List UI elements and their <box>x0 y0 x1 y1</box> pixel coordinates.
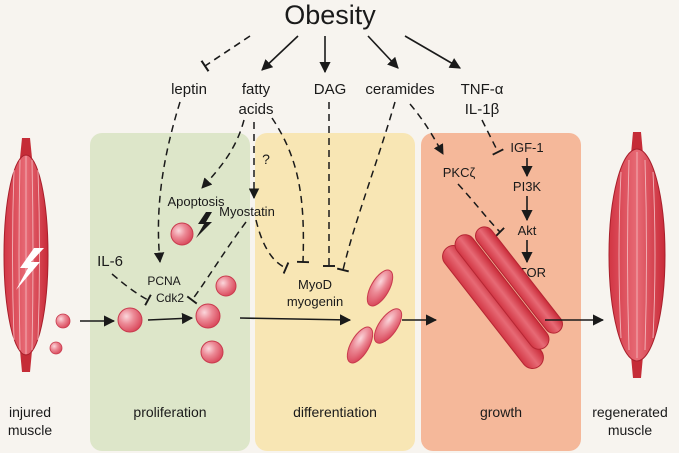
proliferating-cell <box>200 340 224 364</box>
apoptosis-label: Apoptosis <box>167 194 225 209</box>
injury-lightning-icon <box>16 248 44 290</box>
il6-to-cdk2-inhibition <box>111 273 152 306</box>
regulatory-links <box>111 101 505 306</box>
myostatin-to-myod-inhibition <box>255 219 290 274</box>
obesity-to-fatty-acids-arrow <box>261 35 299 71</box>
myocyte <box>366 269 394 307</box>
myod-label: MyoD <box>298 277 332 292</box>
regenerated-muscle-icon <box>608 132 666 378</box>
fatty-acids-label-line2: acids <box>238 101 273 118</box>
growing-myotubes <box>442 226 563 369</box>
differentiation-label: differentiation <box>293 404 377 420</box>
il6-label: IL-6 <box>97 253 123 270</box>
question-mark-label: ? <box>262 151 270 167</box>
obesity-title: Obesity <box>284 0 376 30</box>
injured-muscle-label-line1: injured <box>9 404 51 420</box>
regenerated-muscle-label-line1: regenerated <box>592 404 668 420</box>
ceramides-to-pkcz-link <box>409 103 444 155</box>
activated-to-proliferating-arrow <box>147 312 194 325</box>
ceramides-label: ceramides <box>365 81 434 98</box>
satellite-cell <box>55 313 71 329</box>
myocyte <box>346 326 374 364</box>
regenerated-muscle-label-line2: muscle <box>608 422 653 438</box>
fatty-acids-to-apoptosis-link <box>201 119 245 189</box>
obesity-to-ceramides-arrow <box>367 35 399 69</box>
pkcz-label: PKCζ <box>443 165 476 180</box>
proliferation-label: proliferation <box>133 404 206 420</box>
obesity-to-tnf-arrow <box>404 35 461 69</box>
pcna-label: PCNA <box>147 274 180 288</box>
proliferation-to-differentiation-arrow <box>239 314 352 326</box>
activated-cell <box>117 307 143 333</box>
leptin-label: leptin <box>171 81 207 98</box>
leptin-to-pcna-link <box>153 101 181 264</box>
injured-muscle-label-line2: muscle <box>8 422 53 438</box>
myocyte <box>373 308 403 344</box>
tnf-alpha-label: TNF-α <box>461 81 504 98</box>
pi3k-label: PI3K <box>513 179 542 194</box>
il-1beta-label: IL-1β <box>465 101 500 118</box>
regeneration-progression-arrows <box>80 312 605 327</box>
fatty-acids-to-myod-inhibition <box>271 117 310 264</box>
apoptosis-lightning-icon <box>196 212 212 238</box>
myostatin-to-cdk2-inhibition <box>186 221 247 305</box>
tnf-to-igf1-inhibition <box>481 119 504 156</box>
myogenin-label: myogenin <box>287 294 343 309</box>
differentiation-panel <box>255 133 415 451</box>
akt-label: Akt <box>518 223 537 238</box>
cdk2-label: Cdk2 <box>156 291 184 305</box>
proliferating-cell <box>215 275 237 297</box>
satellite-cell <box>49 341 63 355</box>
ceramides-to-myogenin-inhibition <box>336 101 396 273</box>
growth-label: growth <box>480 404 522 420</box>
proliferating-cell <box>195 303 221 329</box>
obesity-effect-arrows <box>200 35 461 74</box>
pkcz-to-akt-inhibition <box>457 183 505 237</box>
fatty-acids-label-line1: fatty <box>242 81 271 98</box>
igf1-label: IGF-1 <box>510 140 543 155</box>
apoptotic-cell <box>170 222 194 246</box>
dag-label: DAG <box>314 81 347 98</box>
myostatin-label: Myostatin <box>219 204 275 219</box>
injured-muscle-icon <box>3 138 49 372</box>
obesity-to-leptin-inhibition <box>200 35 251 72</box>
